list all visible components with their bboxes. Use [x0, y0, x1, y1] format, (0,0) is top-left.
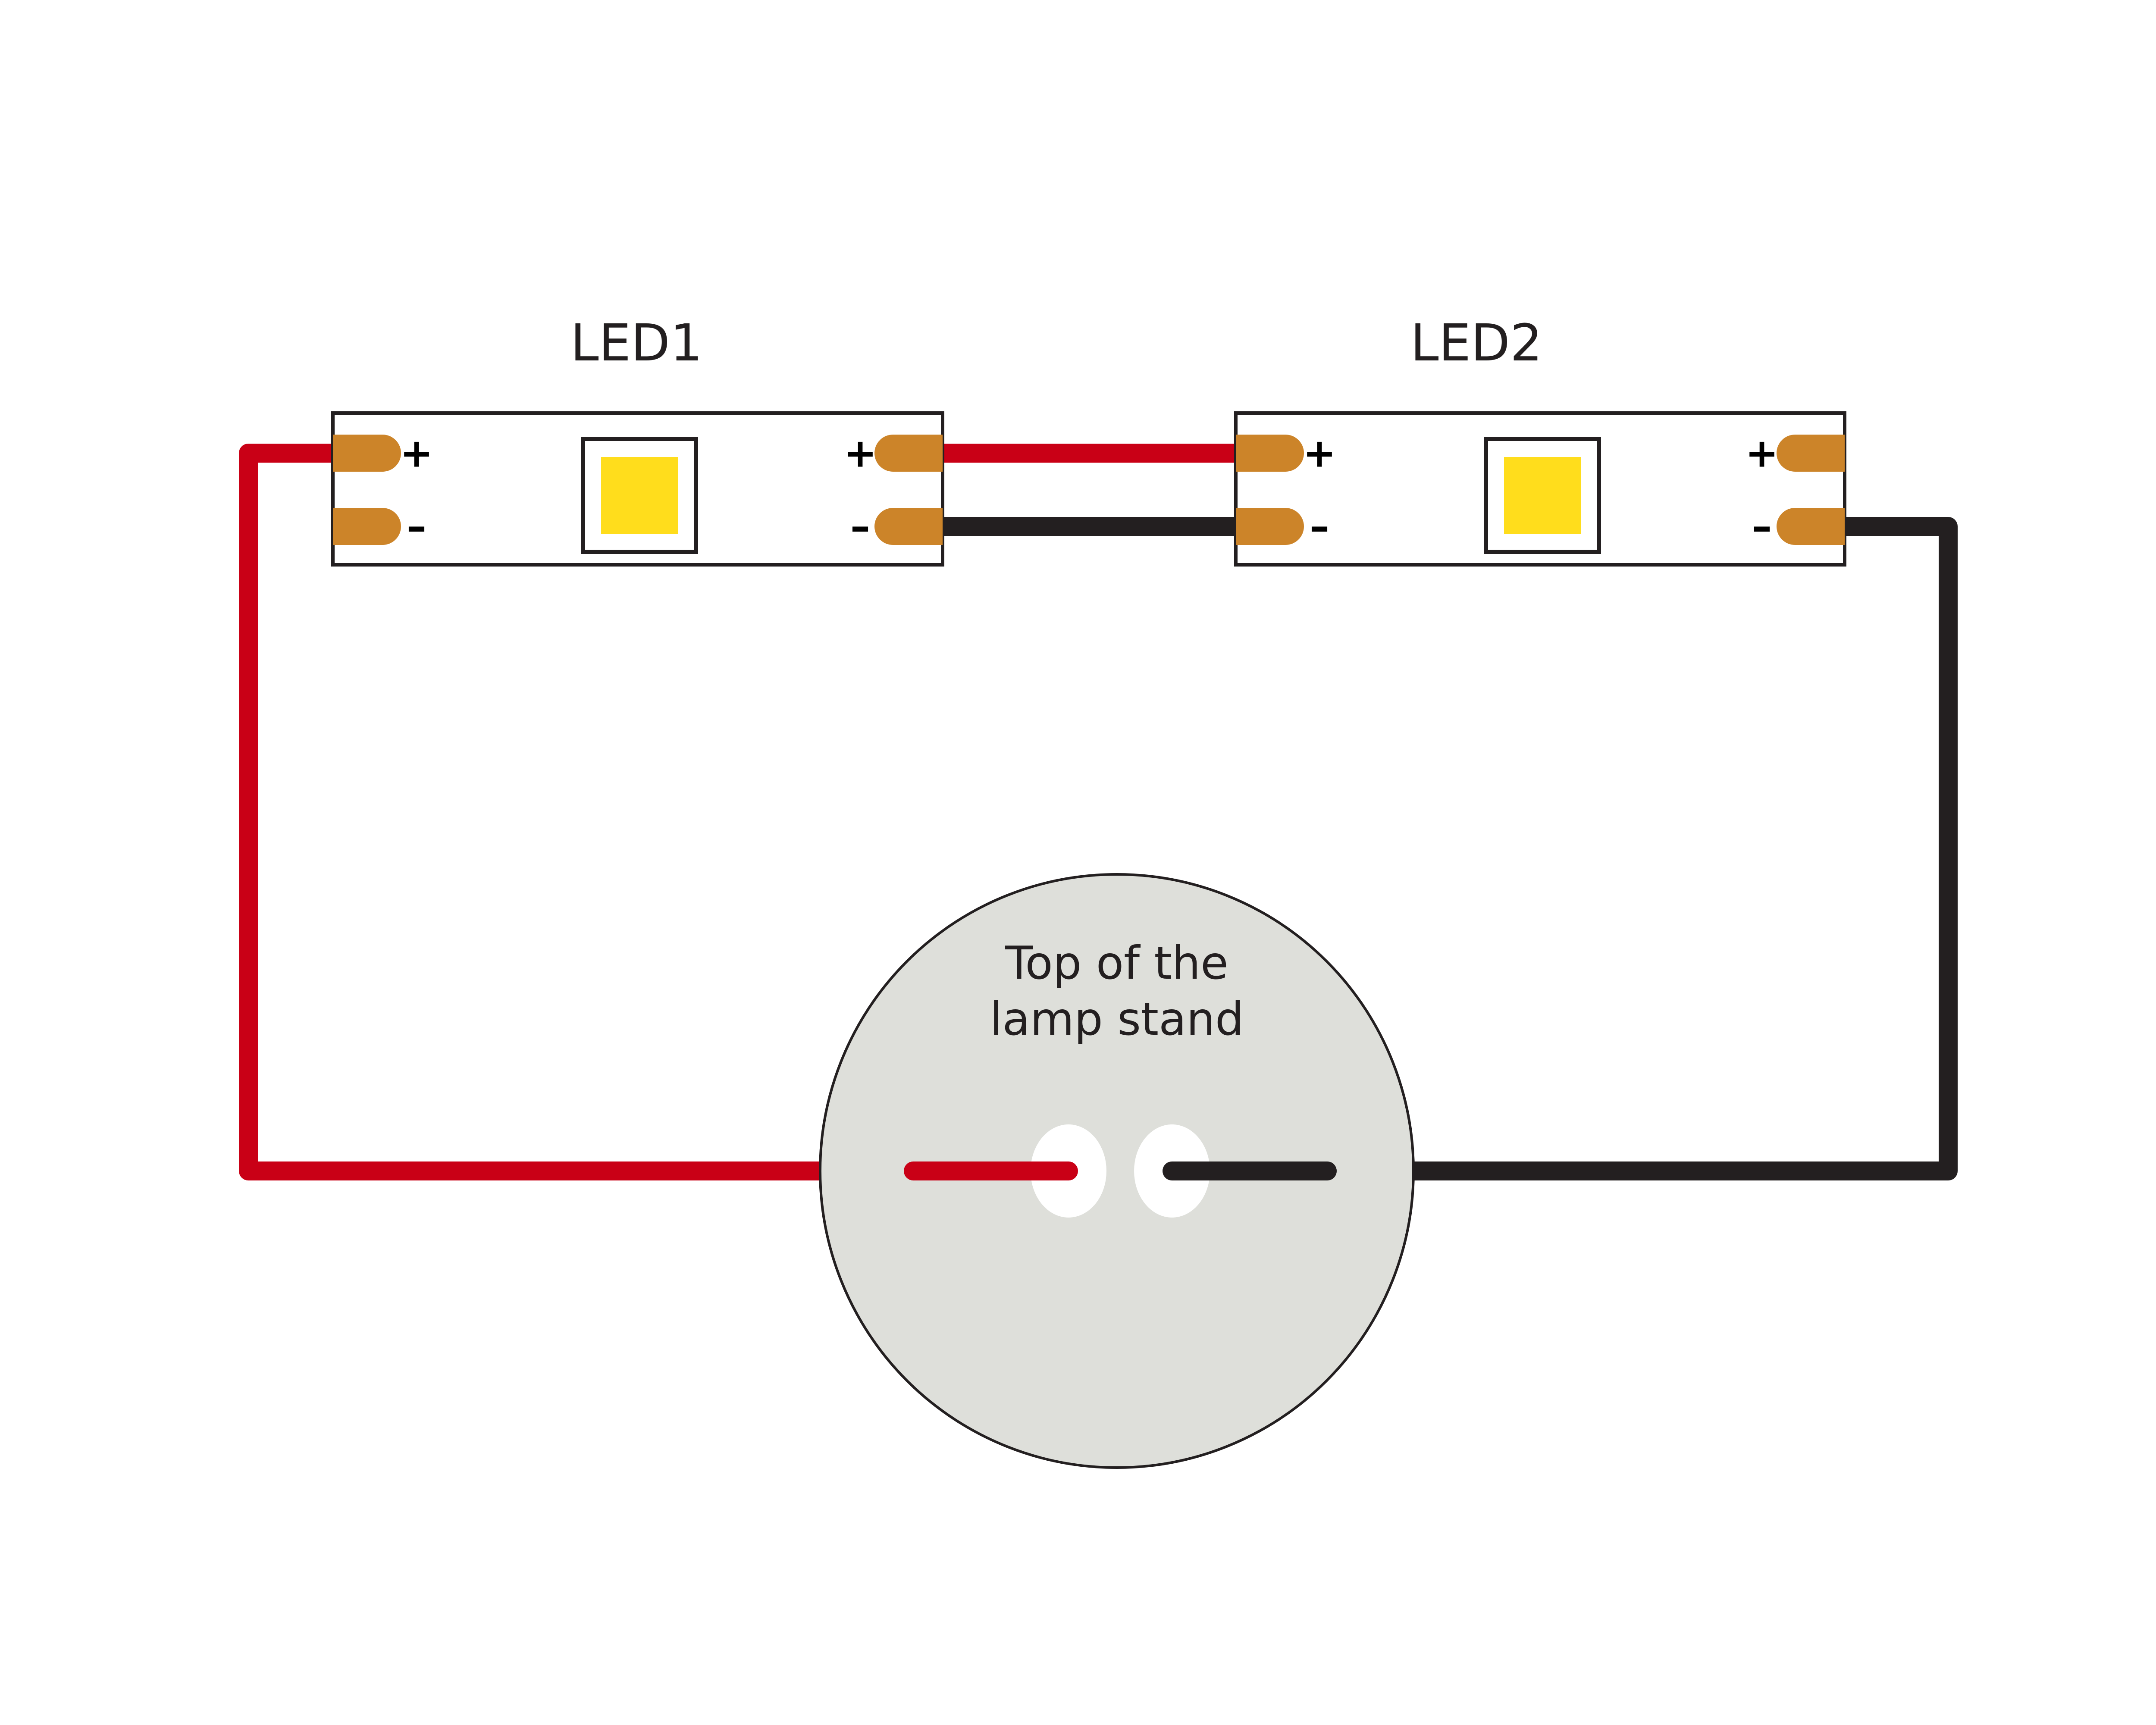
led1-label: LED1 — [570, 313, 702, 373]
led2-pad-plus-left — [1236, 435, 1304, 472]
led-module-led2 — [1234, 411, 1846, 567]
led2-pad-minus-left — [1236, 508, 1304, 545]
negative-wire — [1163, 517, 1958, 1180]
led1-pad-minus-left — [333, 508, 401, 545]
led2-plus-left-icon: + — [1303, 430, 1336, 476]
led2-led-chip-emitter — [1504, 457, 1581, 534]
module-labels-layer: LED1 LED2 — [570, 313, 1542, 373]
led1-pad-plus-right — [874, 435, 943, 472]
lamp-stand: Top of the lamp stand — [819, 873, 1415, 1469]
wires-layer — [239, 444, 1958, 1180]
led2-plus-right-icon: + — [1745, 430, 1778, 476]
lamp-stand-label-line1: Top of the — [1005, 937, 1228, 989]
led-module-led1 — [331, 411, 944, 567]
led1-led-chip-emitter — [601, 457, 678, 534]
positive-wire — [239, 444, 1078, 1180]
led1-minus-right-icon: – — [850, 504, 870, 550]
led2-pad-plus-right — [1777, 435, 1845, 472]
led2-pad-minus-right — [1777, 508, 1845, 545]
led1-plus-left-icon: + — [400, 430, 433, 476]
led2-minus-left-icon: – — [1310, 504, 1329, 550]
led2-label: LED2 — [1410, 313, 1542, 373]
lamp-stand-label-line2: lamp stand — [990, 993, 1244, 1046]
led1-pad-plus-left — [333, 435, 401, 472]
led-modules-layer: + – + – + – + – — [331, 411, 1846, 567]
lamp-stand-circle — [819, 873, 1415, 1469]
led1-pad-minus-right — [874, 508, 943, 545]
led1-plus-right-icon: + — [843, 430, 877, 476]
led1-minus-left-icon: – — [407, 504, 426, 550]
led2-minus-right-icon: – — [1752, 504, 1772, 550]
